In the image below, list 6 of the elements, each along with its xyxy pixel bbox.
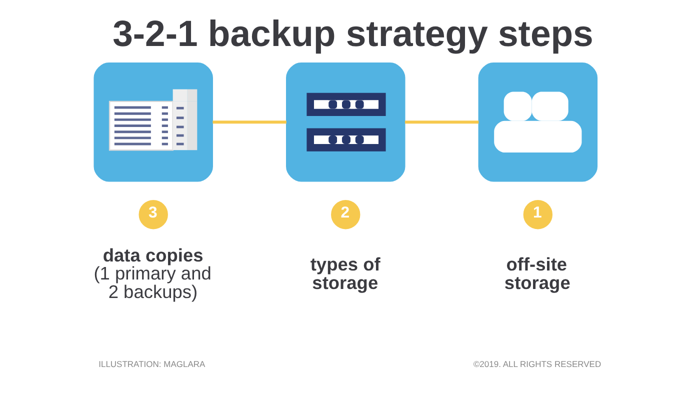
diagram-title: 3-2-1 backup strategy steps <box>112 13 593 54</box>
label: ILLUSTRATION: MAGLARA <box>98 358 205 369</box>
node-label: types of storage <box>310 254 380 293</box>
node-label: data copies <box>102 244 203 266</box>
label: ©2019. ALL RIGHTS RESERVED <box>472 358 601 369</box>
node-label: off-site storage <box>504 254 570 293</box>
